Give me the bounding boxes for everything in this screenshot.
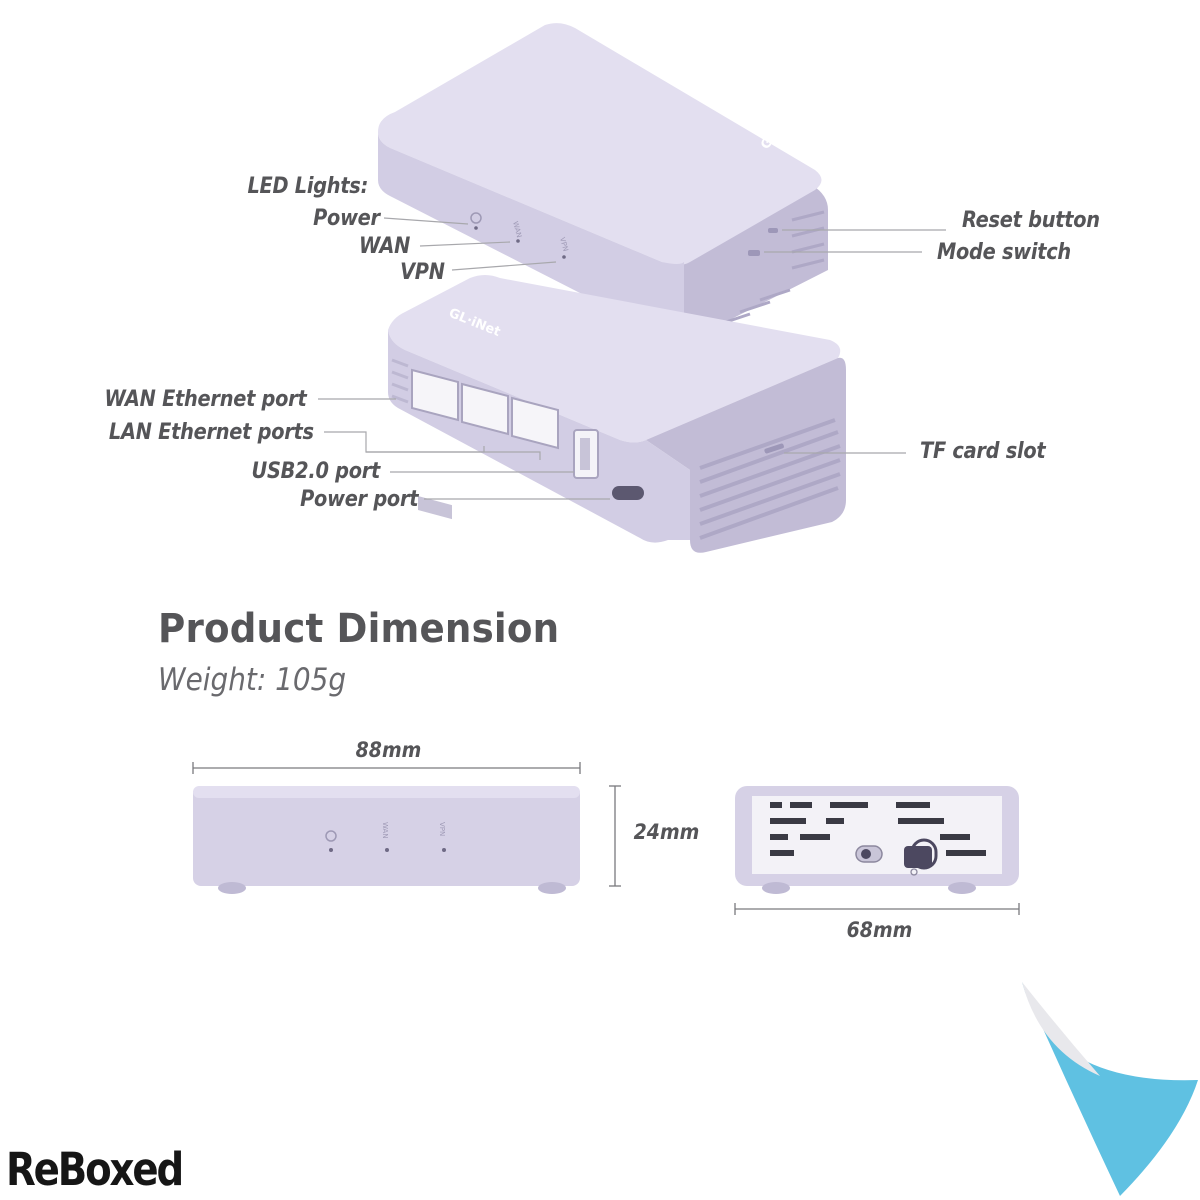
callout-led-lights: LED Lights:	[247, 174, 368, 199]
callout-power: Power	[313, 206, 380, 231]
reboxed-logo: ReBoxed	[6, 1143, 184, 1196]
callout-vpn: VPN	[400, 260, 445, 285]
callout-wan: WAN	[358, 234, 410, 259]
callout-tf-card-slot: TF card slot	[920, 439, 1046, 464]
page-curl-icon	[1012, 982, 1200, 1200]
callout-power-port: Power port	[299, 487, 418, 512]
dimension-width-label: 68mm	[846, 918, 913, 942]
callout-reset-button: Reset button	[962, 208, 1100, 233]
svg-text:VPN: VPN	[438, 822, 446, 836]
dimension-width-line	[734, 903, 1020, 915]
brand-mark-front: GL·iNet	[758, 97, 797, 152]
callout-lines	[318, 217, 946, 500]
callout-wan-ethernet-port: WAN Ethernet port	[104, 387, 306, 412]
dimension-height-label: 24mm	[633, 820, 700, 844]
dimension-length-label: 88mm	[355, 738, 422, 762]
dimension-length-line	[192, 762, 581, 774]
device-back-view: GL·iNet	[388, 275, 846, 553]
callout-lan-ethernet-ports: LAN Ethernet ports	[109, 420, 314, 445]
dimension-front-view: WAN VPN	[193, 786, 580, 894]
callout-usb-port: USB2.0 port	[251, 459, 380, 484]
callout-mode-switch: Mode switch	[937, 240, 1071, 265]
device-front-view: WAN VPN GL·iNet	[378, 23, 828, 345]
dimension-height-line	[609, 785, 621, 887]
product-weight: Weight: 105g	[158, 662, 347, 698]
svg-text:VPN: VPN	[558, 236, 569, 252]
svg-text:WAN: WAN	[381, 822, 389, 839]
dimension-side-view	[735, 786, 1019, 894]
product-dimension-title: Product Dimension	[158, 606, 560, 652]
